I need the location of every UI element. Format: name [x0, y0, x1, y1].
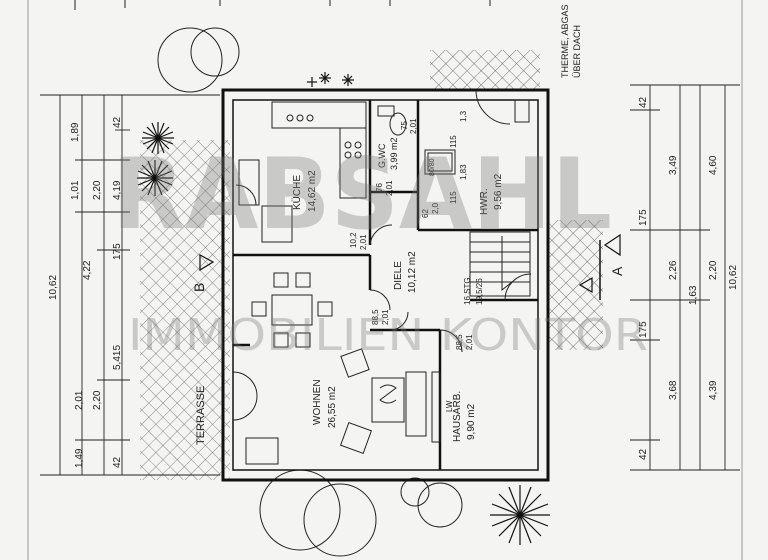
label-wohnen-door-h: 2,01: [381, 309, 390, 325]
dim-right-42a: 42: [638, 96, 649, 108]
dim-left-overall: 10,62: [48, 275, 59, 300]
room-diele-name: DIELE: [393, 261, 404, 290]
room-gwc-area: 3,99 m2: [389, 137, 399, 170]
label-hausarb-door-w: 88,5: [455, 334, 464, 350]
label-boiler-window: 80/80: [429, 158, 436, 176]
garden-hatch: [140, 50, 603, 480]
dim-left-2-01: 2,01: [74, 390, 85, 410]
watermark-subtitle: IMMOBILIEN KONTOR: [128, 310, 648, 361]
room-hwr-area: 9,56 m2: [493, 173, 504, 210]
shrub-spiky: [137, 72, 550, 545]
wc-fixtures: [377, 99, 530, 175]
dim-right-3-68: 3,68: [668, 380, 679, 400]
label-wc-door-top: 75: [400, 121, 409, 130]
section-b-label: B: [191, 283, 207, 292]
label-hwr-door: 1,3: [459, 110, 468, 122]
label-wc-door-small-h: 2,0: [431, 202, 440, 214]
dim-right-2-26: 2,26: [668, 260, 679, 280]
watermark-brand: RABSAHL: [112, 138, 612, 252]
dimension-lines-left: [40, 94, 220, 476]
dim-left-42b: 42: [112, 456, 123, 468]
label-diele-door-h: 2,01: [359, 234, 368, 250]
label-wohnen-door-w: 88,5: [371, 309, 380, 325]
room-kueche-area: 14,62 m2: [307, 170, 318, 212]
section-a-label: A: [609, 266, 625, 276]
door-swings: [232, 89, 532, 421]
dim-right-1-63: 1,63: [688, 285, 699, 305]
dim-right-175b: 175: [638, 321, 649, 338]
staircase: [469, 231, 531, 297]
dimension-lines-right: [630, 84, 740, 471]
dim-right-42b: 42: [638, 448, 649, 460]
room-hausarb-area: 9,90 m2: [466, 403, 477, 440]
tree-shapes: [157, 27, 463, 557]
living-furniture: [245, 348, 441, 465]
dim-left-4-22: 4,22: [82, 260, 93, 280]
dim-right-175a: 175: [638, 209, 649, 226]
label-hwr-door3: 1,83: [459, 164, 468, 180]
dim-right-4-60: 4,60: [708, 155, 719, 175]
room-terrasse-name: TERRASSE: [195, 386, 207, 445]
section-marker-b: [199, 253, 215, 272]
label-hausarb-door-h: 2,01: [465, 334, 474, 350]
dim-left-1-01: 1,01: [70, 180, 81, 200]
top-ticks: [74, 0, 491, 10]
dim-left-1-89: 1,89: [70, 122, 81, 142]
outer-walls: [221, 88, 550, 482]
note-therme-line2: ÜBER DACH: [572, 25, 582, 78]
stairs-steps: 16 STG.: [463, 275, 472, 305]
kitchen-counters: [238, 101, 367, 243]
label-lw: LW: [445, 400, 454, 412]
dim-right-2-20: 2,20: [708, 260, 719, 280]
dim-right-overall: 10,62: [728, 265, 739, 290]
room-wohnen-name: WOHNEN: [312, 379, 323, 425]
room-diele-area: 10,12 m2: [407, 251, 418, 293]
label-wc-door-h: 2,01: [409, 118, 418, 134]
dim-left-42a: 42: [112, 116, 123, 128]
dim-left-5-415: 5,415: [112, 345, 123, 370]
dim-right-4-39: 4,39: [708, 380, 719, 400]
label-wc-window: 115: [449, 191, 458, 204]
room-kueche-name: KÜCHE: [291, 175, 303, 210]
label-kueche-door: 76: [375, 183, 384, 192]
dining-table: [251, 272, 333, 348]
label-wc-door-small: 62: [421, 209, 430, 218]
room-gwc-name: G.WC: [377, 143, 387, 168]
room-hwr-name: HWR.: [479, 188, 490, 215]
dim-left-2-20b: 2,20: [92, 390, 103, 410]
label-hwr-door2: 115: [449, 135, 458, 148]
dim-right-3-49: 3,49: [668, 155, 679, 175]
room-hausarb-name: HAUSARB.: [452, 391, 463, 442]
dim-left-1-49: 1,49: [74, 448, 85, 468]
label-diele-door-w: 10,2: [349, 232, 358, 248]
dim-left-2-20a: 2,20: [92, 180, 103, 200]
section-marker-a: [578, 233, 621, 300]
stairs-ratio: 19,5/26: [475, 278, 484, 305]
dim-left-175: 175: [112, 243, 123, 260]
note-therme-line1: THERME, ABGAS: [560, 4, 570, 78]
dim-left-4-19: 4,19: [112, 180, 123, 200]
label-kueche-door-h: 2,01: [385, 180, 394, 196]
room-wohnen-area: 26,55 m2: [327, 386, 338, 428]
